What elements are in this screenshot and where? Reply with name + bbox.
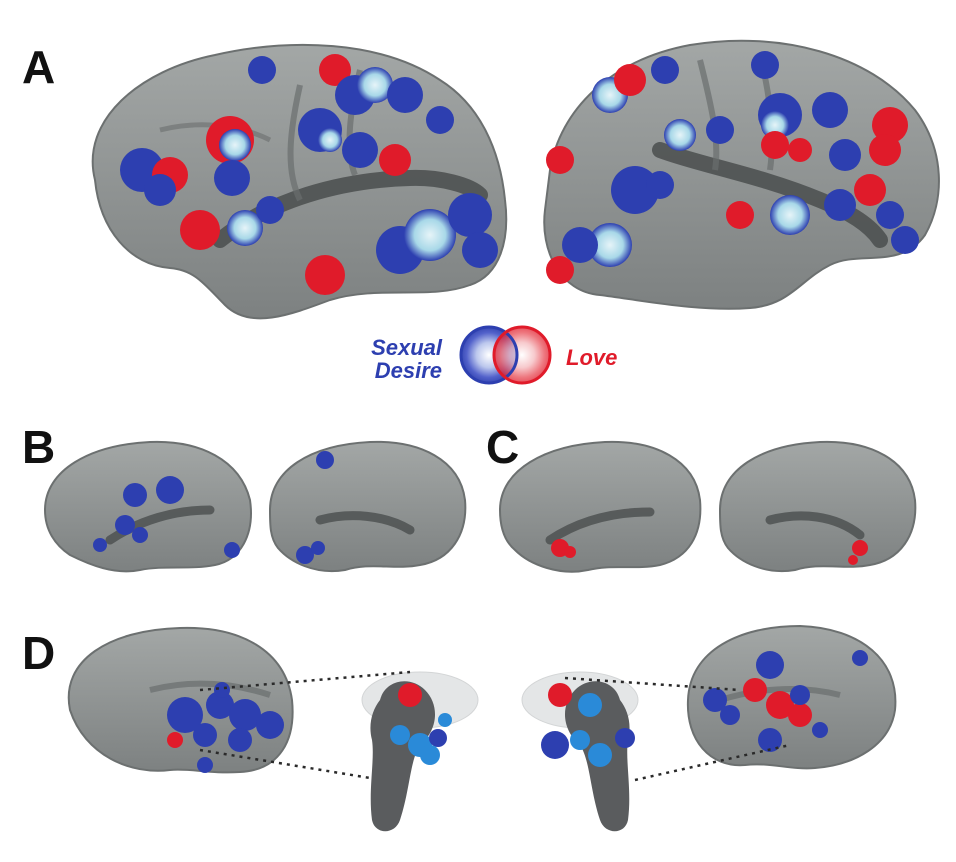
panel-c-left-brain <box>498 440 702 573</box>
panel-a-right-hemisphere <box>543 39 940 310</box>
legend-love-label: Love <box>566 345 618 370</box>
legend-sexual-line: Sexual <box>371 335 442 360</box>
panel-label-c: C <box>486 421 520 473</box>
panel-a-left-hemisphere <box>91 43 508 320</box>
panel-label-d: D <box>22 627 56 679</box>
legend-desire-line: Desire <box>374 358 442 384</box>
panel-b-right-brain <box>268 440 467 573</box>
panel-b-left-brain <box>43 440 252 573</box>
panel-label-a: A <box>22 41 56 93</box>
panel-a-right-activations <box>546 51 919 284</box>
panel-d-right-subcortical <box>521 671 639 832</box>
panel-d-zoom-lines <box>199 670 791 782</box>
legend-overlap-icon <box>459 325 552 385</box>
panel-label-b: B <box>22 421 56 473</box>
panel-d-right-medial-brain <box>686 624 897 770</box>
panel-d-left-medial-brain <box>67 626 294 774</box>
legend-sexual-desire-label: Sexual Desire <box>350 336 442 382</box>
panel-d-left-subcortical <box>361 671 479 832</box>
panel-c-right-brain <box>718 440 917 573</box>
panel-a-left-activations <box>120 54 498 295</box>
